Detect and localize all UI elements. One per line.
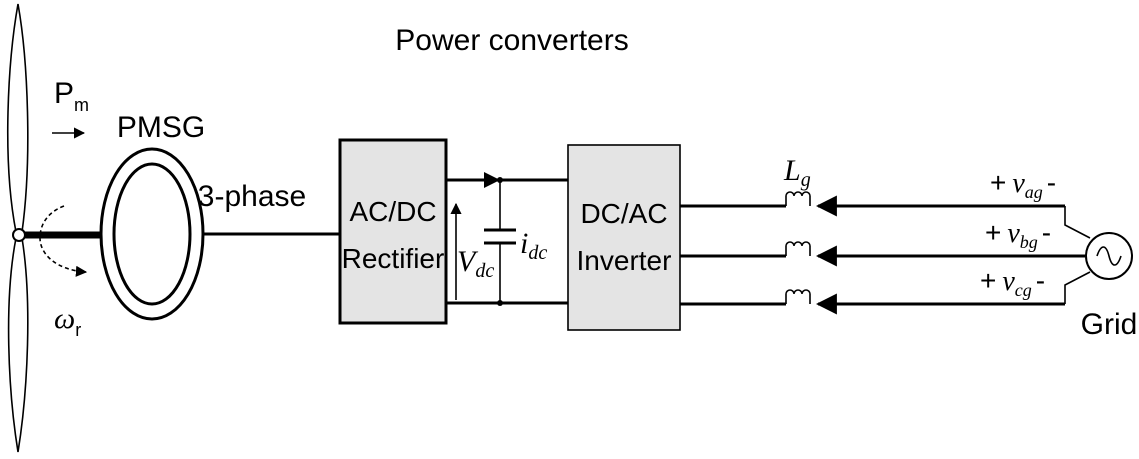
filter-inductors — [785, 191, 811, 304]
grid-source-icon — [1085, 232, 1133, 280]
rectifier-box — [338, 138, 448, 325]
rotation-arrow — [39, 205, 88, 277]
mechanical-power-label: Pm — [54, 77, 89, 115]
inverter-label-line1: DC/AC — [580, 198, 667, 229]
phase-c-voltage-label: +vcg- — [980, 265, 1045, 300]
filter-inductance-label: Lg — [783, 154, 811, 191]
inverter-box — [567, 144, 681, 331]
pmsg-generator — [99, 147, 205, 321]
grid-label: Grid — [1081, 308, 1138, 341]
turbine-hub — [12, 228, 26, 242]
turbine-blade-upper — [6, 3, 29, 233]
dc-link — [446, 172, 568, 306]
phase-a-connector — [1064, 206, 1091, 239]
diagram-title: Power converters — [395, 24, 628, 57]
wind-turbine — [6, 3, 29, 453]
rectifier-label-line2: Rectifier — [342, 243, 445, 274]
rotor-speed-label: ωr — [54, 302, 81, 340]
rectifier-label-line1: AC/DC — [349, 196, 436, 227]
phase-b-voltage-label: +vbg- — [985, 217, 1051, 252]
dc-current-label: idc — [520, 227, 547, 264]
phase-c-connector — [1064, 271, 1091, 304]
inverter-label-line2: Inverter — [577, 245, 672, 276]
phase-a-voltage-label: +vag- — [990, 167, 1056, 202]
dc-voltage-label: Vdc — [457, 245, 494, 282]
three-phase-label: 3-phase — [198, 180, 306, 213]
turbine-blade-lower — [7, 237, 29, 453]
generator-label: PMSG — [117, 111, 205, 144]
